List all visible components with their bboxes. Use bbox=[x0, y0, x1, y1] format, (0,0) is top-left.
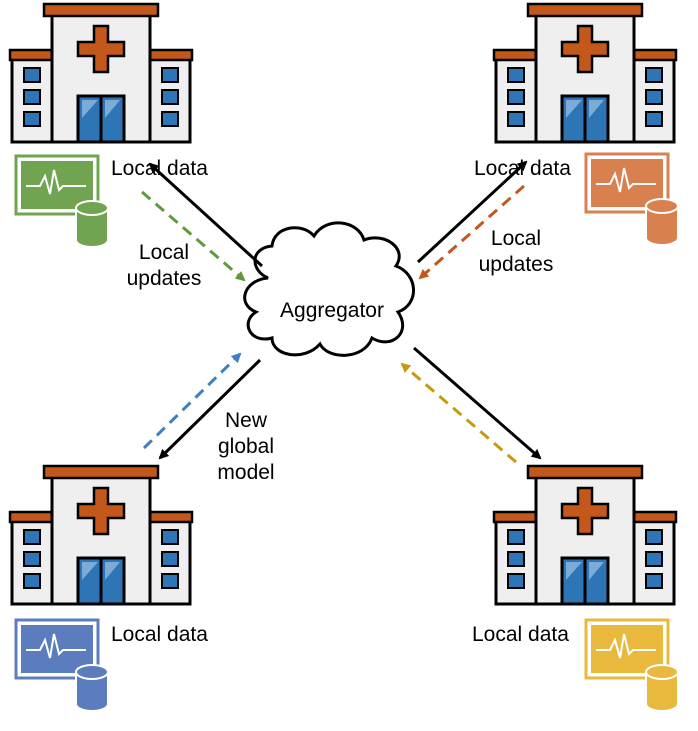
hospital-bottom-right bbox=[492, 464, 678, 606]
arrow-model-to-bottom-left bbox=[158, 358, 262, 460]
database-icon-bottom-left bbox=[75, 664, 109, 712]
arrow-update-from-top-left bbox=[141, 190, 246, 282]
local-data-label-bottom-left: Local data bbox=[111, 623, 208, 646]
aggregator-label: Aggregator bbox=[280, 299, 384, 322]
arrow-model-to-bottom-right bbox=[413, 346, 542, 460]
database-icon-bottom-right bbox=[645, 664, 679, 712]
arrow-update-from-bottom-right bbox=[400, 362, 517, 464]
arrow-model-to-top-left bbox=[148, 162, 264, 268]
aggregator-cloud-icon bbox=[243, 221, 415, 357]
database-icon-top-right bbox=[645, 198, 679, 246]
arrow-update-from-top-right bbox=[418, 184, 525, 280]
local-updates-label-left: Local updates bbox=[126, 241, 202, 290]
hospital-top-right bbox=[492, 2, 678, 144]
database-icon-top-left bbox=[75, 200, 109, 248]
new-global-model-label: New global model bbox=[217, 409, 275, 484]
arrow-update-from-bottom-left bbox=[142, 352, 242, 450]
hospital-bottom-left bbox=[8, 464, 194, 606]
arrow-model-to-top-right bbox=[416, 160, 528, 264]
local-updates-label-right: Local updates bbox=[478, 227, 554, 276]
local-data-label-top-right: Local data bbox=[474, 157, 571, 180]
local-data-label-top-left: Local data bbox=[111, 157, 208, 180]
hospital-top-left bbox=[8, 2, 194, 144]
local-data-label-bottom-right: Local data bbox=[472, 623, 569, 646]
